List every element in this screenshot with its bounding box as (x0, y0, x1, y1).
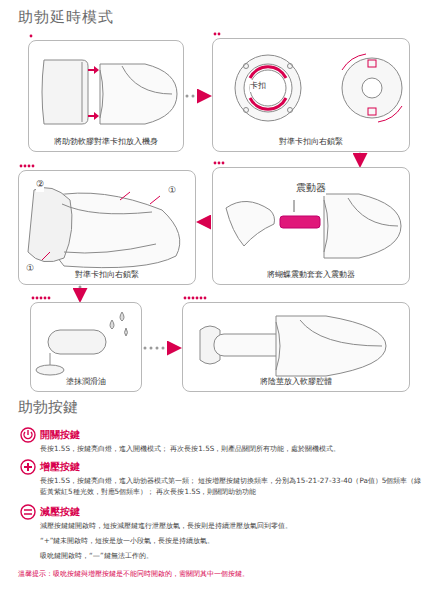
button-note: 吸吮鍵開啟時，“—”鍵無法工作的。 (40, 550, 428, 561)
step-dot (44, 297, 47, 300)
part-name: 震動器 (296, 180, 326, 196)
step-arrow (187, 95, 209, 98)
button-note: “+”鍵未開啟時，短按是放一小段氣，長按是持續放氣。 (40, 535, 428, 546)
step-dot (214, 162, 217, 165)
step-dot (222, 162, 225, 165)
step-caption: 對準卡扣向右鎖緊 (276, 137, 346, 146)
callout-number: ② (36, 178, 44, 192)
callout-number: ① (168, 184, 176, 198)
step-dot (48, 297, 51, 300)
step-dot (188, 297, 191, 300)
step-dot (30, 35, 33, 38)
step-caption: 將助勃軟膠對準卡扣放入機身 (51, 137, 161, 146)
step-arrow (79, 287, 82, 300)
step-dot (36, 297, 39, 300)
button-note: 長按1.5S，按鍵亮白燈，進入助勃器模式第一頻； 短按增壓按鍵切換頻率，分別為1… (40, 475, 428, 497)
step-panel: 對準卡扣向右鎖緊 (212, 38, 410, 152)
step-caption: 將蝴蝶震動套套入震動器 (264, 270, 358, 279)
step-caption: 將陰莖放入軟膠腔體 (257, 377, 335, 386)
step-caption: 對準卡扣向右鎖緊 (72, 270, 142, 279)
step-dot (184, 297, 187, 300)
step-dot (218, 33, 221, 36)
page-title: 助勃延時模式 (18, 8, 114, 27)
button-note: 開關按鍵 (40, 428, 80, 443)
step-arrow (145, 347, 179, 350)
callout-number: ① (26, 262, 34, 276)
button-note: 減壓按鍵 (40, 505, 80, 520)
step-panel: 將陰莖放入軟膠腔體 (182, 302, 410, 392)
button-note: 溫馨提示：吸吮按鍵與增壓按鍵是不能同時開啟的，需關閉其中一個按鍵。 (18, 568, 423, 579)
step-dot (200, 297, 203, 300)
step-dot (20, 165, 23, 168)
step-dot (32, 165, 35, 168)
section-heading: 助勃按鍵 (18, 396, 78, 419)
step-dot (214, 33, 217, 36)
step-arrow (359, 154, 362, 165)
step-dot (192, 297, 195, 300)
step-dot (40, 297, 43, 300)
step-dot (28, 165, 31, 168)
button-note: 減壓按鍵鍵開啟時，短按減壓鍵進行泄壓放氣，長按則是持續泄壓放氣回到零值。 (40, 520, 428, 531)
button-note: 長按1.5S，按鍵亮白燈，進入開機模式； 再次長按1.5S，則產品關閉所有功能，… (40, 443, 428, 454)
step-dot (24, 165, 27, 168)
step-panel: 塗抹潤滑油 (30, 302, 142, 392)
step-dot (204, 297, 207, 300)
step-caption: 塗抹潤滑油 (63, 377, 109, 386)
step-panel: 將助勃軟膠對準卡扣放入機身 (28, 40, 184, 152)
part-name: 卡扣 (250, 80, 266, 92)
step-arrow (199, 221, 209, 224)
button-note: 增壓按鍵 (40, 460, 80, 475)
step-dot (32, 297, 35, 300)
step-dot (218, 162, 221, 165)
step-dot (196, 297, 199, 300)
